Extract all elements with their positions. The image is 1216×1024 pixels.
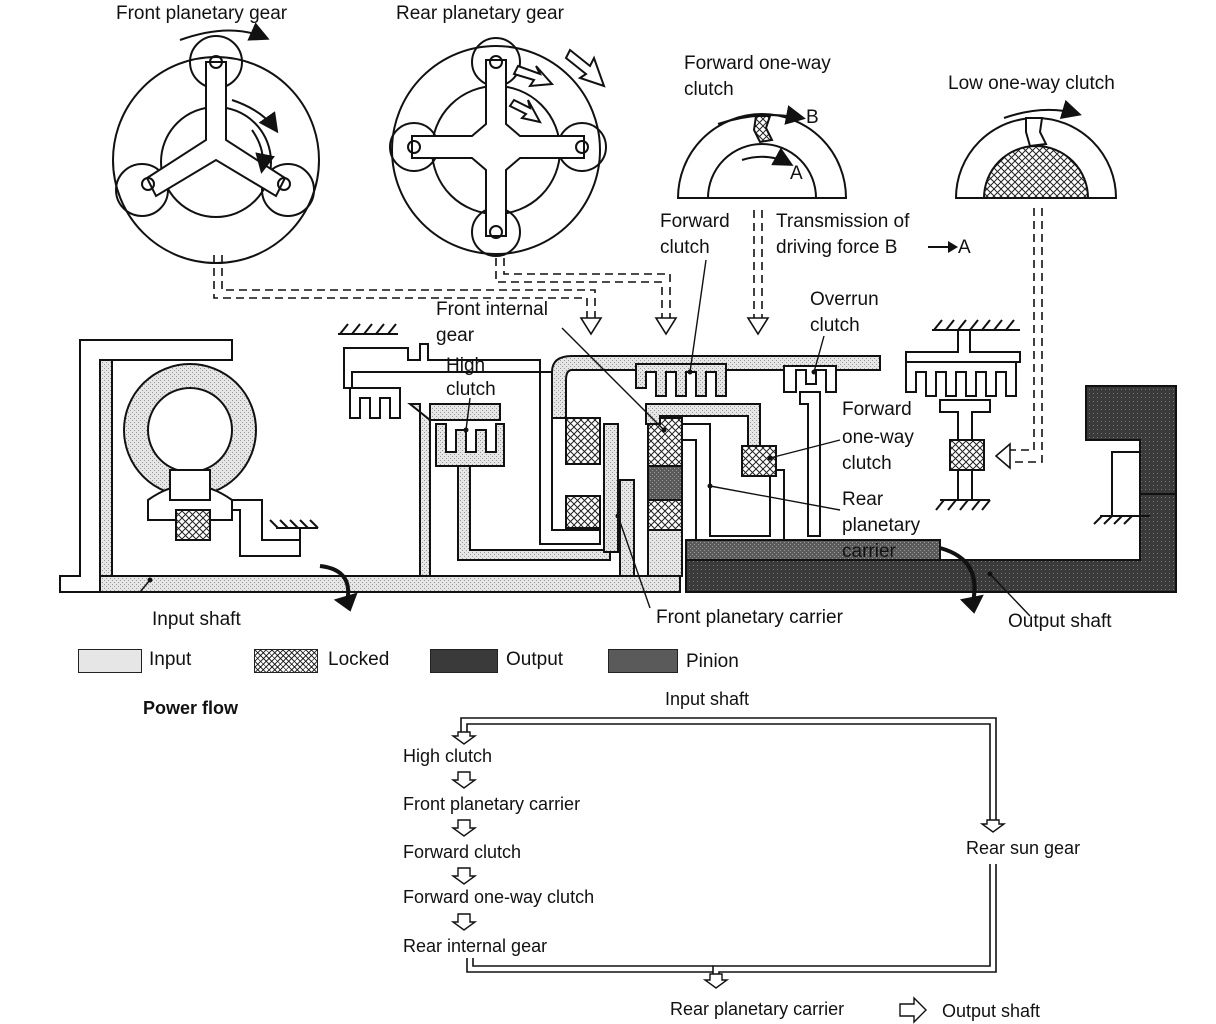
power-flow-input-shaft: Input shaft [665,689,750,709]
power-flow-arrows [450,731,1007,1024]
transmission-label-1: Transmission of [776,211,910,232]
front-internal-gear-label-2: gear [436,325,475,346]
rear-planetary-carrier-label-2: planetary [842,515,921,536]
low-clutch-assembly [905,319,1021,511]
rear-planetary-carrier-label-1: Rear [842,489,884,510]
high-clutch-label-1: High [446,355,486,376]
dashed-arrow-heads [579,317,1011,470]
front-planetary-gear-label: Front planetary gear [116,3,288,24]
rear-planetary-carrier-label-3: carrier [842,541,896,562]
transmission-label-2: driving force B [776,237,898,258]
rear-planetary-gear-illustration [389,37,607,257]
forward-clutch-label-1: Forward [660,211,730,232]
power-flow-step-2: Front planetary carrier [403,794,581,814]
power-flow-step-3: Forward clutch [403,842,522,862]
torque-converter [59,339,319,593]
output-shaft-label: Output shaft [1008,611,1112,632]
input-shaft [99,564,681,612]
legend-output-label: Output [506,649,564,670]
legend-pinion-swatch [608,649,678,673]
power-flow-lines [460,717,997,974]
transmission-label-2-end: A [958,237,971,258]
forward-clutch-label-2: clutch [660,237,710,258]
forward-one-way-clutch-top-label-2: clutch [684,79,734,100]
b-to-a-arrow [928,241,958,253]
overrun-clutch-label-1: Overrun [810,289,879,310]
low-one-way-clutch-illustration [954,99,1118,199]
legend-input-swatch [78,649,142,673]
forward-one-way-clutch-top-label-1: Forward one-way [684,53,831,74]
power-flow-rear-planetary-carrier: Rear planetary carrier [670,999,845,1019]
forward-clutch-assembly [635,363,941,561]
rear-planetary-gear-label: Rear planetary gear [396,3,564,24]
leader-lines [139,259,1031,617]
forward-one-way-clutch-illustration [676,105,848,199]
output-shaft [685,385,1177,614]
legend-output-swatch [430,649,498,673]
legend-pinion-label: Pinion [686,651,739,672]
high-clutch-label-2: clutch [446,379,496,400]
power-flow-output-shaft: Output shaft [942,1001,1041,1021]
power-flow-rear-sun-gear: Rear sun gear [966,838,1081,858]
front-planetary-carrier-label: Front planetary carrier [656,607,843,628]
low-one-way-clutch-label: Low one-way clutch [948,73,1115,94]
power-flow-step-5: Rear internal gear [403,936,548,956]
front-internal-gear-label-1: Front internal [436,299,548,320]
legend-input-label: Input [149,649,192,670]
power-flow-step-1: High clutch [403,746,493,766]
legend-locked-label: Locked [328,649,390,670]
forward-one-way-clutch-mid-label-2: one-way [842,427,914,448]
front-planetary-gear-illustration [112,22,320,264]
marker-a: A [790,163,803,184]
legend-locked-swatch [254,649,318,673]
power-flow-step-4: Forward one-way clutch [403,887,595,907]
front-planetary-assembly [551,355,881,577]
forward-one-way-clutch-mid-label-1: Forward [842,399,912,420]
overrun-clutch-label-2: clutch [810,315,860,336]
dashed-pointer-lines [213,208,1043,463]
power-flow-title: Power flow [143,698,239,718]
marker-b: B [806,107,819,128]
input-shaft-label: Input shaft [152,609,241,630]
forward-one-way-clutch-mid-label-3: clutch [842,453,892,474]
